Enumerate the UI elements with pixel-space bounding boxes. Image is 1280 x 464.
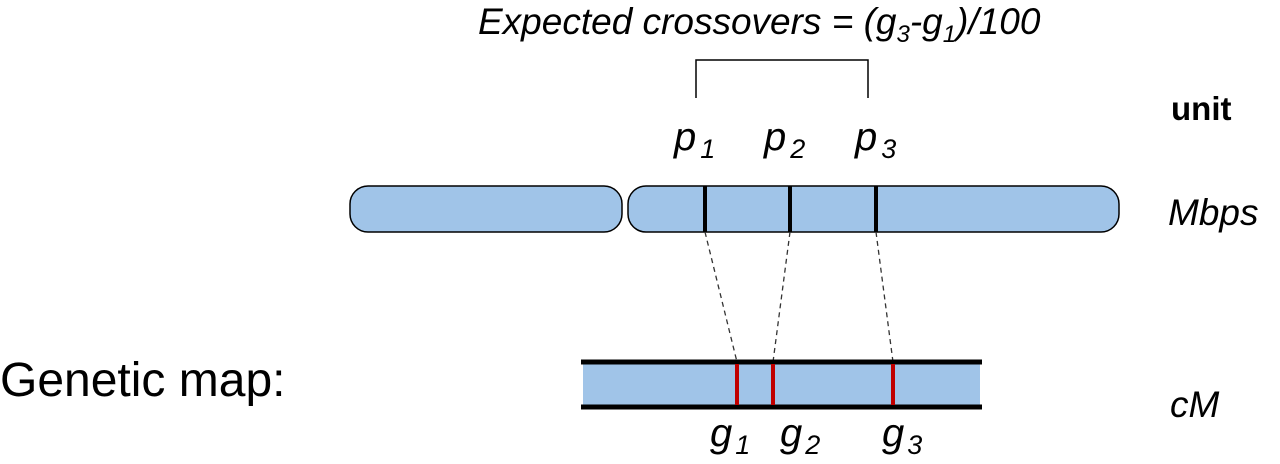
mapping-connector: [772, 231, 791, 363]
formula-bracket: [695, 59, 869, 98]
physical-unit-label: Mbps: [1168, 192, 1258, 233]
chromosome-arm-right: [627, 185, 1120, 233]
genetic-map-label: Genetic map:: [0, 354, 285, 407]
crossover-formula: Expected crossovers = (g3-g1)/100: [478, 1, 1041, 48]
mapping-connector: [704, 231, 738, 363]
mapping-connector: [875, 231, 894, 363]
genetic-map-bar: [583, 362, 980, 407]
chromosome-arm-left: [349, 185, 623, 233]
unit-header: unit: [1171, 90, 1231, 127]
genetic-unit-label: cM: [1170, 384, 1220, 425]
